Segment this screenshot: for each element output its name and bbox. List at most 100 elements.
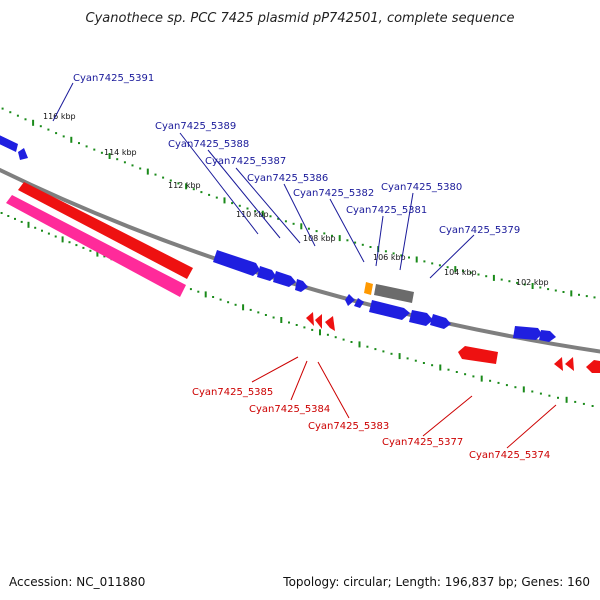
forward-gene — [345, 294, 355, 306]
major-tick — [32, 119, 35, 126]
minor-tick — [500, 278, 503, 281]
leader-line — [207, 149, 281, 239]
minor-tick — [227, 301, 230, 304]
minor-tick — [41, 229, 43, 232]
minor-tick — [200, 191, 203, 194]
minor-tick — [307, 227, 310, 230]
minor-tick — [89, 249, 92, 252]
minor-tick — [574, 400, 577, 403]
leader-line — [317, 361, 350, 419]
leader-line — [235, 167, 301, 244]
minor-tick — [400, 254, 403, 257]
leader-line — [429, 234, 475, 279]
minor-tick — [354, 241, 357, 244]
major-tick — [398, 353, 401, 360]
minor-tick — [277, 217, 280, 220]
forward-gene — [295, 279, 308, 292]
minor-tick — [342, 338, 345, 341]
kbp-label: 114 kbp — [104, 148, 137, 157]
major-tick — [185, 183, 188, 190]
kbp-label: 104 kbp — [444, 268, 477, 277]
minor-tick — [288, 321, 290, 324]
minor-tick — [103, 255, 106, 258]
major-tick — [492, 274, 495, 281]
minor-tick — [464, 373, 467, 376]
minor-tick — [54, 235, 57, 238]
reverse-gene-large — [18, 182, 193, 279]
minor-tick — [269, 215, 272, 218]
major-tick — [338, 235, 341, 242]
minor-tick — [20, 220, 23, 223]
reverse-gene — [325, 316, 335, 331]
kbp-label: 102 kbp — [516, 278, 549, 287]
minor-tick — [215, 196, 218, 199]
minor-tick — [497, 381, 500, 384]
minor-tick — [384, 250, 387, 253]
minor-tick — [47, 232, 50, 235]
gene-label: Cyan7425_5385 — [192, 387, 273, 398]
minor-tick — [455, 371, 458, 373]
leader-line — [179, 132, 259, 235]
minor-tick — [246, 207, 249, 210]
kbp-scale: 116 kbp 114 kbp 112 kbp 110 kbp 108 kbp … — [43, 112, 549, 287]
major-tick — [280, 317, 283, 323]
reverse-gene — [586, 360, 600, 373]
minor-tick — [0, 212, 3, 214]
major-tick — [358, 341, 361, 348]
minor-tick — [514, 386, 517, 389]
minor-tick — [154, 173, 157, 176]
minor-tick — [189, 288, 192, 291]
minor-tick — [392, 252, 395, 255]
minor-tick — [438, 264, 441, 267]
forward-gene — [273, 271, 296, 287]
minor-tick — [557, 396, 559, 399]
minor-tick — [34, 226, 37, 229]
minor-tick — [68, 241, 71, 244]
minor-tick — [539, 286, 542, 289]
major-tick — [242, 304, 245, 311]
minor-tick — [431, 262, 434, 265]
major-tick — [300, 223, 303, 230]
leader-line — [375, 215, 384, 267]
minor-tick — [485, 275, 488, 278]
minor-tick — [408, 256, 410, 259]
minor-tick — [334, 336, 337, 339]
minor-tick — [231, 202, 234, 205]
leader-line — [399, 192, 414, 271]
minor-tick — [562, 291, 565, 293]
forward-gene — [257, 266, 276, 281]
minor-tick — [423, 260, 426, 263]
minor-tick — [431, 364, 434, 367]
kbp-label: 108 kbp — [303, 234, 336, 243]
minor-tick — [582, 402, 585, 405]
gene-label: Cyan7425_5381 — [346, 205, 427, 216]
minor-tick — [554, 289, 557, 292]
minor-tick — [516, 281, 519, 284]
minor-tick — [257, 311, 260, 314]
major-tick — [261, 210, 264, 217]
gene-label: Cyan7425_5377 — [382, 437, 463, 448]
minor-tick — [346, 239, 349, 242]
minor-tick — [47, 128, 50, 131]
minor-tick — [469, 271, 472, 274]
reverse-genes — [306, 312, 600, 373]
minor-tick — [169, 179, 172, 182]
gray-feature — [374, 284, 414, 303]
minor-tick — [284, 220, 287, 223]
minor-tick — [123, 161, 126, 164]
minor-tick — [238, 204, 241, 207]
leader-line — [422, 395, 473, 437]
minor-tick — [264, 314, 267, 316]
major-tick — [454, 266, 457, 273]
minor-tick — [249, 308, 252, 311]
reverse-gene — [306, 312, 314, 326]
minor-tick — [531, 390, 534, 393]
major-tick — [108, 153, 111, 159]
minor-tick — [116, 158, 119, 161]
leader-line — [290, 360, 308, 401]
forward-label-leaders — [52, 82, 475, 279]
minor-tick — [9, 111, 12, 114]
minor-tick — [447, 368, 450, 371]
kbp-label: 116 kbp — [43, 112, 76, 121]
forward-labels: Cyan7425_5391 Cyan7425_5389 Cyan7425_538… — [73, 73, 520, 236]
